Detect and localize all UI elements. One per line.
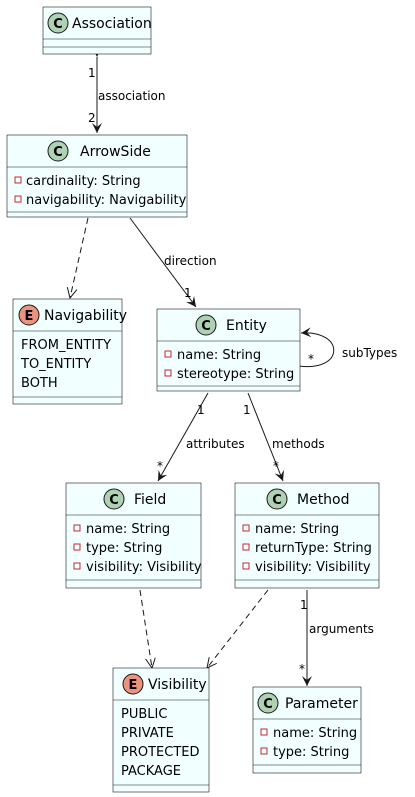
class-name: Field [134, 492, 166, 508]
edge-association-card-bottom: 2 [88, 111, 96, 125]
enum-value: PUBLIC [121, 707, 167, 722]
svg-text:E: E [25, 309, 34, 324]
private-marker [260, 728, 268, 736]
edge-methods-label: methods [272, 437, 325, 451]
attribute: type: String [273, 745, 349, 760]
edge-direction [129, 217, 197, 308]
enum-value: PRIVATE [121, 726, 174, 741]
edge-direction-card: 1 [184, 286, 192, 300]
edge-arguments-card-dst: * [299, 662, 305, 676]
enum-value: PACKAGE [121, 764, 181, 779]
attribute: type: String [86, 541, 162, 556]
edge-arguments-card-src: 1 [300, 598, 308, 612]
private-marker [242, 562, 250, 570]
enum-value: FROM_ENTITY [21, 338, 111, 353]
svg-text:C: C [53, 17, 63, 32]
edge-association-card-top: 1 [88, 66, 96, 80]
class-entity: C Entity name: String stereotype: String [156, 308, 301, 392]
svg-text:C: C [53, 145, 63, 160]
class-method: C Method name: String returnType: String… [234, 482, 380, 589]
edge-method-visibility [207, 589, 269, 668]
class-icon [266, 488, 288, 510]
class-name: Association [72, 16, 152, 32]
edge-association-label: association [98, 89, 165, 103]
attribute: visibility: Visibility [255, 560, 371, 575]
attribute: name: String [177, 348, 261, 363]
class-parameter: C Parameter name: String type: String [252, 686, 362, 774]
svg-text:C: C [109, 493, 119, 508]
class-icon [195, 314, 217, 336]
edge-direction-label: direction [164, 254, 217, 268]
edge-methods-card-src: 1 [243, 403, 251, 417]
private-marker [73, 524, 81, 532]
svg-text:C: C [263, 697, 273, 712]
private-marker [14, 176, 22, 184]
edge-subtypes [298, 327, 335, 368]
attribute: cardinality: String [26, 174, 141, 189]
private-marker [73, 543, 81, 551]
private-marker [164, 369, 172, 377]
class-name: Parameter [285, 696, 358, 712]
enum-visibility: E Visibility PUBLIC PRIVATE PROTECTED PA… [112, 667, 210, 793]
enum-navigability: E Navigability FROM_ENTITY TO_ENTITY BOT… [12, 298, 127, 405]
enum-name: Navigability [44, 308, 127, 324]
private-marker [14, 195, 22, 203]
attribute: name: String [86, 522, 170, 537]
class-name: ArrowSide [80, 144, 151, 160]
svg-text:C: C [272, 493, 282, 508]
edge-subtypes-label: subTypes [342, 346, 397, 360]
edge-attributes [157, 392, 209, 482]
class-association: C Association [42, 6, 152, 55]
private-marker [73, 562, 81, 570]
enum-icon [18, 304, 40, 326]
attribute: navigability: Navigability [26, 193, 187, 208]
attribute: returnType: String [255, 541, 372, 556]
enum-name: Visibility [148, 677, 207, 693]
attribute: stereotype: String [177, 367, 294, 382]
edge-attributes-label: attributes [186, 437, 245, 451]
edge-subtypes-card: * [308, 352, 314, 366]
class-field: C Field name: String type: String visibi… [65, 482, 202, 589]
edge-arrowside-navigability [70, 217, 89, 298]
private-marker [260, 747, 268, 755]
class-icon [47, 12, 69, 34]
class-arrowside: C ArrowSide cardinality: String navigabi… [6, 134, 188, 218]
class-icon [257, 692, 279, 714]
class-name: Method [297, 492, 350, 508]
svg-text:C: C [201, 319, 211, 334]
edge-attributes-card-src: 1 [197, 403, 205, 417]
class-icon [103, 488, 125, 510]
private-marker [242, 543, 250, 551]
class-name: Entity [226, 318, 267, 334]
enum-icon [122, 673, 144, 695]
edge-attributes-card-dst: * [157, 459, 163, 473]
private-marker [164, 350, 172, 358]
edge-field-visibility [139, 589, 152, 668]
attribute: name: String [273, 726, 357, 741]
class-icon [47, 140, 69, 162]
attribute: visibility: Visibility [86, 560, 202, 575]
private-marker [242, 524, 250, 532]
enum-value: BOTH [21, 376, 58, 391]
enum-value: TO_ENTITY [20, 357, 91, 372]
svg-text:E: E [129, 678, 138, 693]
enum-value: PROTECTED [121, 745, 200, 760]
edge-methods-card-dst: * [273, 459, 279, 473]
attribute: name: String [255, 522, 339, 537]
edge-arguments-label: arguments [309, 622, 374, 636]
edge-methods [247, 392, 284, 482]
